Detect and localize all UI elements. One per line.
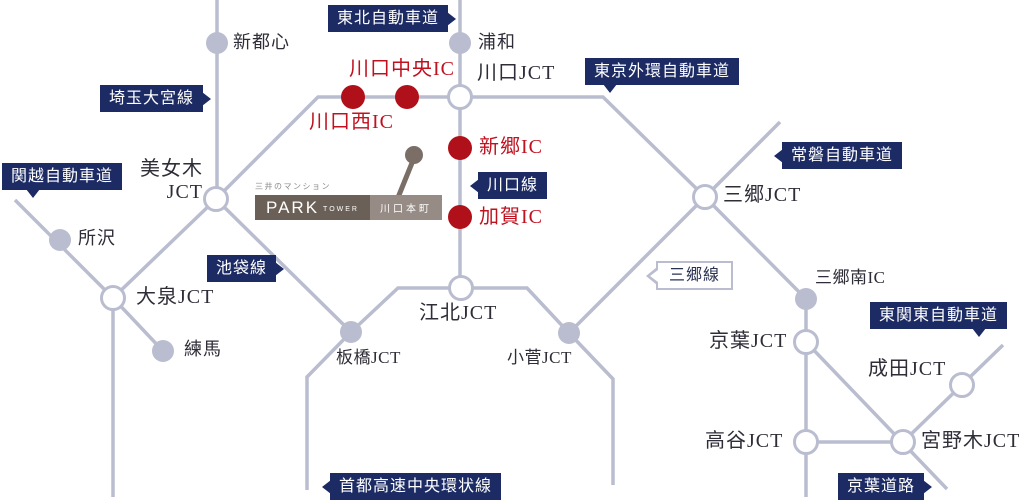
logo-park-text: PARK <box>266 197 320 217</box>
road-badge-kawaguchi-line-text: 川口線 <box>487 177 539 194</box>
road-badge-keiyo-road: 京葉道路 <box>838 473 933 500</box>
road-line-joban <box>703 120 782 199</box>
road-badge-keiyo-road-text: 京葉道路 <box>847 478 916 495</box>
arrow-right-icon <box>202 91 212 106</box>
label-nerima: 練馬 <box>184 339 222 359</box>
arrow-down-icon <box>603 84 617 93</box>
arrow-right-icon <box>275 261 285 276</box>
road-badge-shuto-chuo-kanjo-text: 首都高速中央環状線 <box>339 478 493 495</box>
road-badge-higashi-kanto-text: 東関東自動車道 <box>879 307 999 324</box>
logo-name-block: PARK TOWER <box>255 195 370 220</box>
node-kawaguchi-chuo-ic <box>395 85 419 109</box>
road-badge-misato-line-text: 三郷線 <box>669 267 721 284</box>
road-line-keiyo-road <box>804 340 949 491</box>
road-badge-kawaguchi-line: 川口線 <box>470 172 548 199</box>
road-badge-kanetsu-text: 関越自動車道 <box>11 168 114 185</box>
arrow-right-icon <box>447 11 457 26</box>
node-misato-jct <box>692 184 718 210</box>
road-badge-tohoku-text: 東北自動車道 <box>337 10 440 27</box>
label-kawaguchi-chuo-ic: 川口中央IC <box>349 58 455 80</box>
label-bijogi-jct: 美女木 JCT <box>120 158 203 204</box>
label-kawaguchi-nishi-ic: 川口西IC <box>309 111 394 133</box>
road-badge-joban: 常磐自動車道 <box>774 142 903 169</box>
road-badge-ikebukuro-line: 池袋線 <box>207 255 285 282</box>
label-kohoku-jct: 江北JCT <box>419 302 498 324</box>
road-badge-ikebukuro-line-text: 池袋線 <box>216 260 268 277</box>
node-tokorozawa <box>49 229 71 251</box>
property-logo: 三井のマンション PARK TOWER 川口本町 <box>255 181 442 220</box>
label-kosuge-jct: 小菅JCT <box>507 348 572 367</box>
label-oizumi-jct: 大泉JCT <box>136 286 215 308</box>
arrow-left-icon <box>322 479 331 494</box>
road-badge-saitama-omiya: 埼玉大宮線 <box>100 85 212 112</box>
node-kaga-ic <box>448 205 472 229</box>
arrow-left-icon <box>470 178 479 193</box>
road-badge-saitama-omiya-text: 埼玉大宮線 <box>109 90 195 107</box>
road-badge-misato-line: 三郷線 <box>646 261 734 290</box>
node-narita-jct <box>949 372 975 398</box>
node-kawaguchi-jct <box>447 84 473 110</box>
node-kosuge-jct <box>558 322 580 344</box>
node-urawa <box>449 32 471 54</box>
road-badge-tokyo-gaikan-text: 東京外環自動車道 <box>594 63 731 80</box>
label-misato-minami-ic: 三郷南IC <box>815 268 886 287</box>
arrow-left-outline-icon <box>646 266 658 285</box>
label-bijogi-line1: 美女木 <box>140 158 203 180</box>
location-pin-icon <box>405 146 423 164</box>
arrow-left-icon <box>774 148 783 163</box>
node-itabashi-jct <box>340 321 362 343</box>
road-badge-tokyo-gaikan: 東京外環自動車道 <box>585 58 740 93</box>
label-tokorozawa: 所沢 <box>78 228 116 248</box>
label-bijogi-line2: JCT <box>166 181 203 203</box>
road-line-misato <box>567 195 707 335</box>
node-shingo-ic <box>448 136 472 160</box>
node-koya-jct <box>793 429 819 455</box>
label-shingo-ic: 新郷IC <box>479 136 543 158</box>
road-badge-joban-text: 常磐自動車道 <box>791 147 894 164</box>
label-kaga-ic: 加賀IC <box>479 206 543 228</box>
arrow-right-icon <box>923 479 933 494</box>
road-badge-tohoku: 東北自動車道 <box>328 5 457 32</box>
road-badge-kanetsu: 関越自動車道 <box>2 163 123 198</box>
road-badge-shuto-chuo-kanjo: 首都高速中央環状線 <box>322 473 502 500</box>
node-shintoshin <box>206 32 228 54</box>
label-keiyo-jct: 京葉JCT <box>709 330 788 352</box>
label-misato-jct: 三郷JCT <box>723 184 802 206</box>
node-kohoku-jct <box>448 275 474 301</box>
arrow-down-icon <box>972 328 986 337</box>
label-urawa: 浦和 <box>478 32 516 52</box>
node-keiyo-jct <box>793 329 819 355</box>
node-nerima <box>152 340 174 362</box>
node-oizumi-jct <box>100 285 126 311</box>
label-narita-jct: 成田JCT <box>868 358 947 380</box>
logo-bar: PARK TOWER 川口本町 <box>255 195 442 220</box>
node-kawaguchi-nishi-ic <box>341 85 365 109</box>
logo-tower-text: TOWER <box>323 206 359 213</box>
node-miyanogi-jct <box>890 429 916 455</box>
node-bijogi-jct <box>203 186 229 212</box>
label-miyanogi-jct: 宮野木JCT <box>921 430 1021 452</box>
label-koya-jct: 高谷JCT <box>705 430 784 452</box>
location-pin-stem <box>394 157 417 201</box>
label-kawaguchi-jct: 川口JCT <box>477 62 556 84</box>
label-shintoshin: 新都心 <box>233 32 290 52</box>
logo-property-text: 川口本町 <box>370 195 442 220</box>
brand-text: 三井のマンション <box>255 182 331 191</box>
road-badge-higashi-kanto: 東関東自動車道 <box>870 302 1008 337</box>
label-itabashi-jct: 板橋JCT <box>336 348 401 367</box>
arrow-down-icon <box>26 189 40 198</box>
node-misato-minami-ic <box>795 288 817 310</box>
